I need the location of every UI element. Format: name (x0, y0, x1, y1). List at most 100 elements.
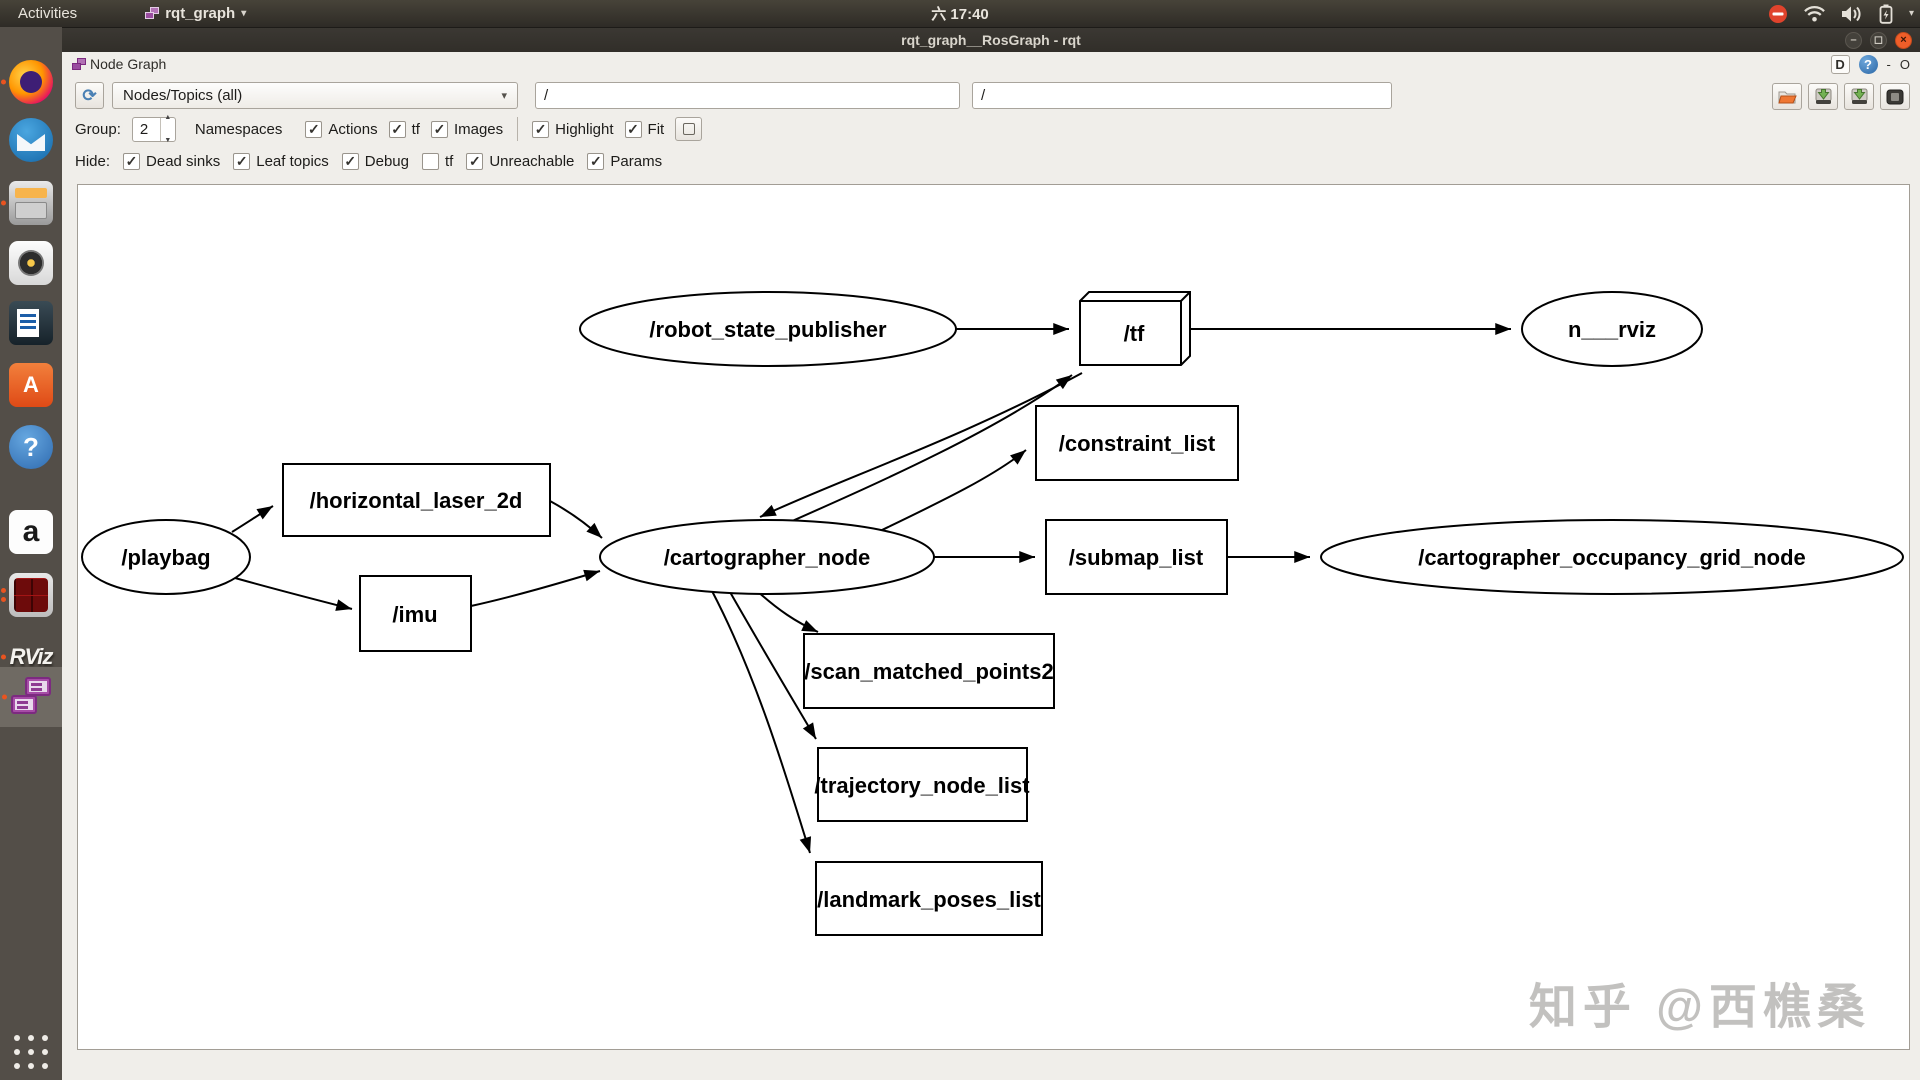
dock-item-rhythmbox[interactable] (7, 239, 55, 287)
app-menu[interactable]: rqt_graph ▾ (145, 5, 246, 22)
folder-open-icon (1777, 91, 1797, 103)
checkbox-indicator[interactable]: ✓ (305, 120, 323, 138)
graph-type-dropdown[interactable]: Nodes/Topics (all) ▾ (112, 82, 518, 109)
node-tf[interactable] (1079, 291, 1191, 366)
dock-item-ubuntu-software[interactable]: A (7, 361, 55, 409)
square-icon (682, 123, 695, 135)
group-spinbox[interactable]: 2 ▲▼ (131, 114, 176, 144)
refresh-button[interactable]: ⟳ (75, 82, 104, 109)
edge-imu-cartographer (470, 569, 601, 607)
checkbox-tf[interactable]: ✓ tf (388, 120, 420, 138)
snapshot-button[interactable] (675, 117, 703, 141)
node-tf-front[interactable] (1080, 291, 1191, 365)
node-trajectory-node-list[interactable] (817, 747, 1028, 822)
hide-options-row: Hide: ✓ Dead sinks ✓ Leaf topics ✓ Debug… (75, 148, 662, 174)
edge-cartographer-tf (789, 374, 1073, 523)
checkbox-indicator[interactable]: ✓ (466, 152, 484, 170)
node-robot-state-publisher[interactable] (579, 291, 957, 367)
edge-horizontal-laser-cartographer (549, 500, 603, 539)
chevron-down-icon: ▾ (501, 90, 507, 102)
libreoffice-icon (9, 301, 53, 345)
node-label: /submap_list (1069, 545, 1204, 570)
edge-cartographer-constraint (879, 449, 1027, 532)
node-rviz[interactable] (1521, 291, 1703, 367)
separator (517, 117, 519, 141)
dock-item-rqt[interactable] (0, 667, 62, 727)
checkbox-actions[interactable]: ✓ Actions (305, 120, 378, 138)
minimize-panel-button[interactable]: - (1886, 57, 1891, 72)
checkbox-indicator[interactable]: ✓ (388, 120, 406, 138)
help-button[interactable]: ? (1858, 55, 1878, 74)
dock-item-thunderbird[interactable] (7, 116, 55, 164)
edge-playbag-horizontal-laser (231, 505, 274, 533)
detach-button[interactable]: D (1830, 55, 1850, 74)
dock-item-amazon[interactable]: a (7, 508, 55, 556)
checkbox-indicator[interactable]: ✓ (532, 120, 550, 138)
checkbox-unreachable[interactable]: ✓ Unreachable (466, 152, 574, 170)
node-playbag[interactable] (81, 519, 251, 595)
maximize-button[interactable]: ◻ (1870, 32, 1887, 49)
checkbox-images[interactable]: ✓ Images (430, 120, 503, 138)
show-applications-button[interactable] (13, 1034, 49, 1070)
ubuntu-software-icon: A (9, 363, 53, 407)
graph-options-row: Group: 2 ▲▼ Namespaces ✓ Actions ✓ tf ✓ … (75, 114, 703, 144)
thunderbird-icon (9, 118, 53, 162)
do-not-disturb-icon (1768, 4, 1787, 23)
checkbox-debug[interactable]: ✓ Debug (341, 152, 409, 170)
node-label: /scan_matched_points2 (804, 659, 1053, 684)
chevron-down-icon: ▾ (1908, 8, 1914, 19)
save-as-svg-button[interactable] (1844, 83, 1874, 110)
wifi-icon (1804, 5, 1825, 22)
group-label: Group: (75, 120, 121, 138)
node-label: /tf (1124, 321, 1145, 346)
open-dot-file-button[interactable] (1772, 83, 1802, 110)
dock-item-firefox[interactable] (1, 58, 55, 106)
dock-item-help[interactable]: ? (7, 423, 55, 471)
checkbox-indicator[interactable]: ✓ (123, 152, 141, 170)
checkbox-highlight[interactable]: ✓ Highlight (532, 120, 614, 138)
graph-type-value: Nodes/Topics (all) (123, 87, 243, 104)
node-label: n___rviz (1568, 317, 1656, 342)
node-constraint-list[interactable] (1035, 405, 1239, 481)
checkbox-dead-sinks[interactable]: ✓ Dead sinks (123, 152, 220, 170)
graph-canvas[interactable]: /playbag /horizontal_laser_2d /imu /cart… (77, 184, 1910, 1050)
edge-cartographer-scanmatched (755, 589, 819, 633)
checkbox-hide-tf[interactable]: tf (421, 152, 453, 170)
dock-item-libreoffice[interactable] (7, 299, 55, 347)
checkbox-indicator[interactable]: ✓ (624, 120, 642, 138)
window-title: rqt_graph__RosGraph - rqt (901, 32, 1081, 48)
node-landmark-poses-list[interactable] (815, 861, 1043, 936)
node-scan-matched-points2[interactable] (803, 633, 1055, 709)
save-dot-file-button[interactable] (1808, 83, 1838, 110)
checkbox-indicator[interactable]: ✓ (587, 152, 605, 170)
dock-item-files[interactable] (1, 179, 55, 227)
node-cartographer[interactable] (599, 519, 935, 595)
activities-button[interactable]: Activities (18, 5, 78, 22)
system-tray[interactable]: ▾ (1768, 0, 1914, 27)
node-label: /cartographer_occupancy_grid_node (1418, 545, 1806, 570)
dock-item-rviz[interactable]: RViz (1, 633, 55, 681)
spin-arrows-icon[interactable]: ▲▼ (159, 114, 175, 144)
edge-cartographer-landmark (711, 590, 812, 854)
checkbox-params[interactable]: ✓ Params (587, 152, 662, 170)
amazon-icon: a (9, 510, 53, 554)
save-as-image-button[interactable] (1880, 83, 1910, 110)
checkbox-fit[interactable]: ✓ Fit (624, 120, 664, 138)
float-panel-button[interactable]: O (1899, 57, 1910, 72)
close-button[interactable]: × (1895, 32, 1912, 49)
node-imu[interactable] (359, 575, 472, 652)
checkbox-indicator[interactable]: ✓ (430, 120, 448, 138)
checkbox-indicator[interactable]: ✓ (233, 152, 251, 170)
dock-item-terminator[interactable] (1, 571, 55, 619)
filter-input-1[interactable] (535, 82, 960, 109)
node-occupancy-grid[interactable] (1320, 519, 1904, 595)
window-title-bar[interactable]: rqt_graph__RosGraph - rqt – ◻ × (62, 27, 1920, 52)
node-submap-list[interactable] (1045, 519, 1228, 595)
volume-icon (1841, 6, 1861, 21)
checkbox-leaf-topics[interactable]: ✓ Leaf topics (233, 152, 329, 170)
minimize-button[interactable]: – (1845, 32, 1862, 49)
checkbox-indicator[interactable]: ✓ (341, 152, 359, 170)
node-horizontal-laser-2d[interactable] (282, 463, 551, 537)
checkbox-indicator[interactable] (421, 152, 439, 170)
filter-input-2[interactable] (972, 82, 1392, 109)
